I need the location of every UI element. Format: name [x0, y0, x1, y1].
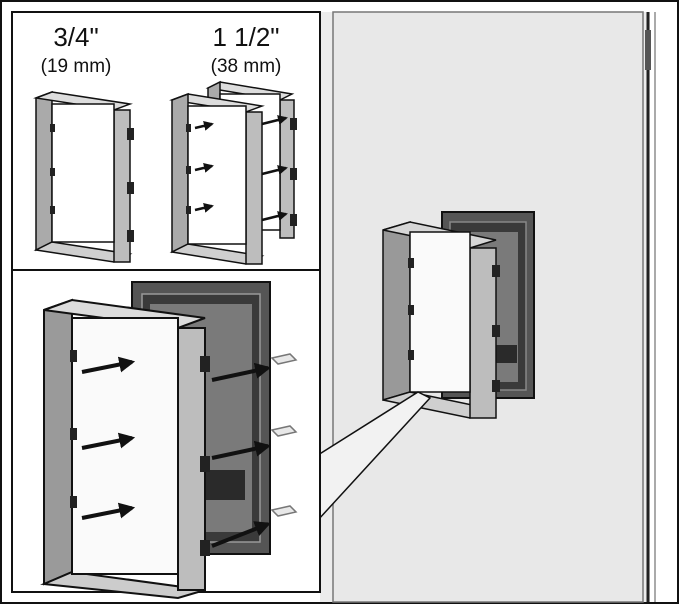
thin-size-label: 3/4" [53, 22, 98, 52]
thick-size-label: 1 1/2" [212, 22, 279, 52]
thick-mm-label: (38 mm) [211, 56, 282, 77]
thin-mm-label: (19 mm) [41, 56, 112, 77]
clip-icon [270, 353, 298, 517]
small-frame [382, 220, 500, 419]
arrow-icon [194, 115, 288, 222]
arrow-icon [81, 356, 272, 548]
thick-frame-front [169, 92, 265, 265]
thin-frame [33, 90, 134, 263]
big-frame [40, 298, 210, 600]
